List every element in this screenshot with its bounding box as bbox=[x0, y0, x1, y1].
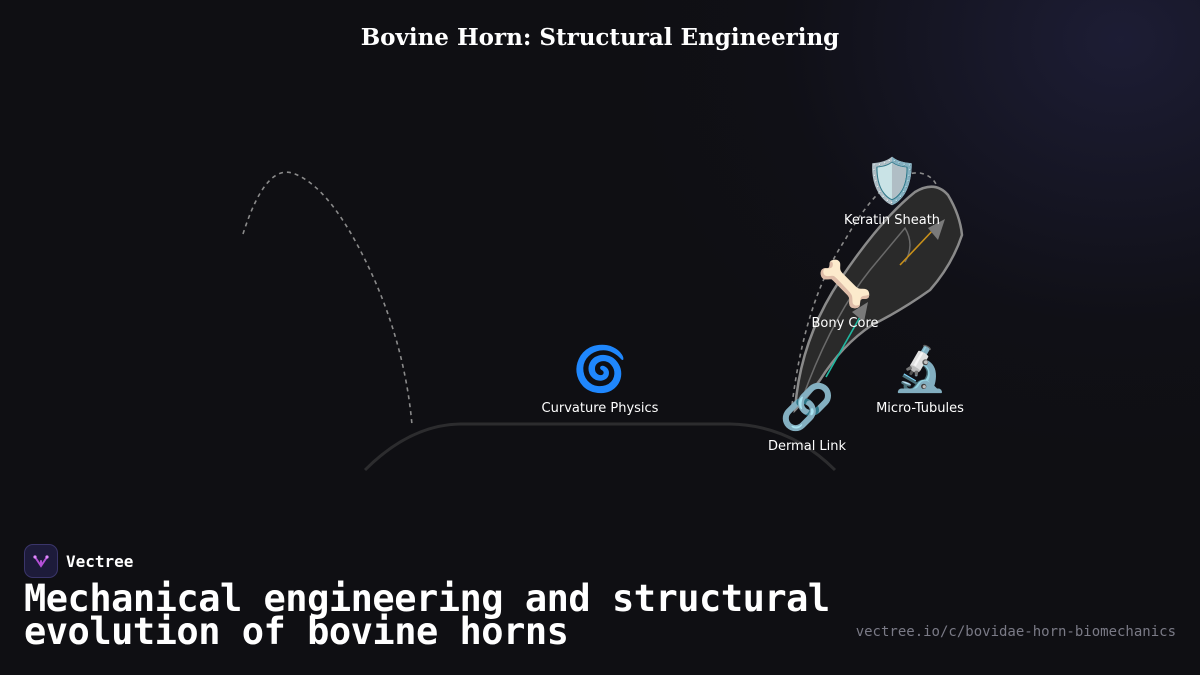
node-label: Dermal Link bbox=[767, 439, 847, 454]
node-label: Bony Core bbox=[811, 316, 879, 331]
head-outline bbox=[363, 422, 837, 472]
headline: Mechanical engineering and structural ev… bbox=[24, 577, 830, 653]
bone-icon: 🦴 bbox=[817, 259, 873, 310]
node-label: Keratin Sheath bbox=[843, 213, 941, 228]
shield-icon: 🛡️ bbox=[864, 156, 920, 207]
brand-name: Vectree bbox=[66, 551, 134, 571]
node-curvature-physics: 🌀 Curvature Physics bbox=[541, 344, 659, 417]
left-horn-dashed-outline bbox=[242, 171, 413, 426]
microscope-icon: 🔬 bbox=[892, 344, 948, 395]
right-horn-dashed-outline bbox=[791, 172, 939, 406]
bony-core-outline bbox=[799, 226, 911, 406]
source-url[interactable]: vectree.io/c/bovidae-horn-biomechanics bbox=[855, 624, 1176, 640]
vectree-logo-icon bbox=[24, 544, 58, 578]
node-micro-tubules: 🔬 Micro-Tubules bbox=[876, 344, 964, 417]
diagram-title: Bovine Horn: Structural Engineering bbox=[360, 24, 840, 51]
node-bony-core: 🦴 Bony Core bbox=[811, 259, 879, 332]
node-dermal-link: 🔗 Dermal Link bbox=[767, 382, 847, 455]
node-label: Curvature Physics bbox=[541, 401, 659, 416]
core-arrowhead bbox=[852, 302, 868, 322]
keratin-arrowhead bbox=[928, 219, 945, 240]
node-keratin-sheath: 🛡️ Keratin Sheath bbox=[843, 156, 941, 229]
link-icon: 🔗 bbox=[779, 382, 835, 433]
node-label: Micro-Tubules bbox=[876, 401, 964, 416]
spiral-icon: 🌀 bbox=[572, 344, 628, 395]
keratin-arrow bbox=[899, 227, 936, 266]
core-arrow bbox=[825, 316, 861, 378]
brand: Vectree bbox=[24, 544, 133, 578]
